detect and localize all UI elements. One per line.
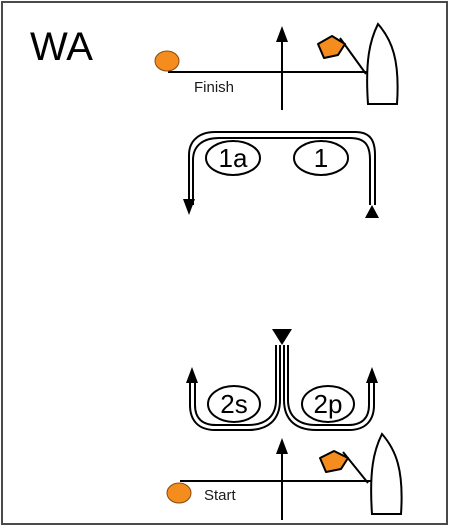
start-area: Start (166, 432, 403, 520)
leeward-right-up-arrowhead-icon (366, 367, 378, 383)
mark-2p-label: 2p (314, 389, 343, 419)
windward-gate: 1a 1 (183, 131, 379, 218)
down-triangle-icon (272, 329, 292, 345)
finish-committee-boat-icon (366, 22, 399, 105)
mark-1-label: 1 (314, 143, 328, 173)
mark-2p-circle (301, 385, 355, 423)
down-arrowhead-icon (183, 199, 195, 215)
start-direction-arrowhead-icon (276, 438, 288, 454)
finish-area: Finish (154, 22, 399, 110)
start-committee-boat-icon (370, 432, 403, 515)
course-title: WA (30, 25, 93, 69)
start-flag-icon (319, 450, 369, 484)
start-pin-buoy-icon (166, 482, 192, 504)
finish-direction-arrowhead-icon (276, 26, 288, 42)
leeward-left-up-arrowhead-icon (186, 367, 198, 383)
finish-label: Finish (194, 79, 234, 96)
mark-2s-circle (207, 385, 261, 423)
up-triangle-icon (365, 205, 379, 218)
mark-1a-circle (205, 140, 261, 176)
start-label: Start (204, 487, 237, 504)
leeward-right-rounding-path-inner (287, 345, 370, 426)
mark-1a-label: 1a (219, 143, 248, 173)
mark-1-circle (293, 140, 349, 176)
windward-rounding-path-inner (192, 137, 371, 205)
leeward-right-rounding-path (283, 345, 375, 431)
mark-2s-label: 2s (220, 389, 247, 419)
leeward-left-rounding-path (189, 345, 281, 431)
finish-pin-buoy-icon (154, 50, 180, 72)
leeward-gate: 2s 2p (186, 329, 378, 431)
finish-flag-icon (317, 35, 367, 75)
windward-rounding-path (188, 131, 376, 205)
leeward-left-rounding-path-inner (194, 345, 277, 426)
